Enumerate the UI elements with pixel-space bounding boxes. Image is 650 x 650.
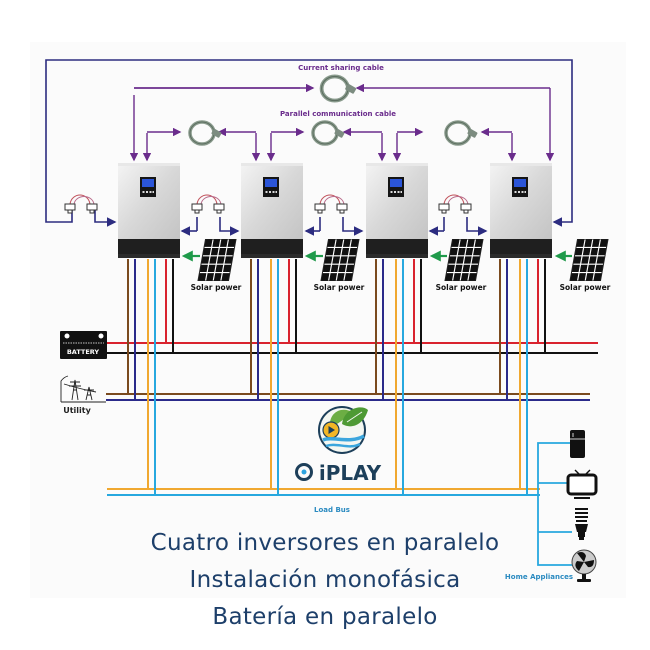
- logo-text: iPLAY: [319, 461, 382, 485]
- parallel-communication-cable-label: Parallel communication cable: [280, 110, 396, 118]
- caption-line-3: Batería en paralelo: [212, 604, 438, 630]
- current-sensor-icon: [314, 194, 348, 214]
- solar-panel-icon: [444, 239, 484, 281]
- inverter-4[interactable]: [490, 163, 552, 258]
- current-sharing-loop: [45, 59, 573, 227]
- utility-label: Utility: [63, 406, 91, 415]
- parallel-communication-lines: [142, 127, 517, 162]
- inverter-2[interactable]: [241, 163, 303, 258]
- solar-power-label: Solar power: [191, 283, 242, 292]
- solar-power-label: Solar power: [560, 283, 611, 292]
- current-sharing-cable-lines: [129, 83, 555, 162]
- current-sharing-cable-label: Current sharing cable: [298, 64, 384, 72]
- sensor-arrows: [180, 217, 488, 236]
- solar-power-label: Solar power: [436, 283, 487, 292]
- current-sensor-icon: [191, 194, 225, 214]
- fan-icon: [571, 549, 597, 582]
- appliance-branch: [537, 442, 574, 566]
- home-appliances-label: Home Appliances: [505, 573, 573, 581]
- parallel-cable-icon: [311, 120, 347, 146]
- current-sharing-cable-icon: [319, 74, 359, 103]
- current-sensor-icon: [64, 194, 98, 214]
- solar-panel-icon: [197, 239, 237, 281]
- parallel-cable-icon: [444, 120, 480, 146]
- tv-icon: [566, 469, 598, 499]
- caption-line-1: Cuatro inversores en paralelo: [150, 530, 500, 556]
- battery-icon: [60, 331, 107, 359]
- oiplay-logo: [295, 406, 368, 481]
- solar-panel-icon: [569, 239, 609, 281]
- current-sensor-icon: [438, 194, 472, 214]
- inverter-3[interactable]: [366, 163, 428, 258]
- solar-panel-icon: [320, 239, 360, 281]
- inverter-1[interactable]: [118, 163, 180, 258]
- battery-label: BATTERY: [67, 348, 100, 356]
- parallel-cable-icon: [188, 120, 224, 146]
- load-bus-label: Load Bus: [314, 506, 350, 514]
- solar-power-label: Solar power: [314, 283, 365, 292]
- light-bulb-icon: [575, 508, 588, 540]
- refrigerator-icon: [570, 430, 585, 458]
- utility-tower-icon: [60, 375, 106, 403]
- caption-line-2: Instalación monofásica: [189, 567, 461, 593]
- bus-wires: [106, 259, 598, 496]
